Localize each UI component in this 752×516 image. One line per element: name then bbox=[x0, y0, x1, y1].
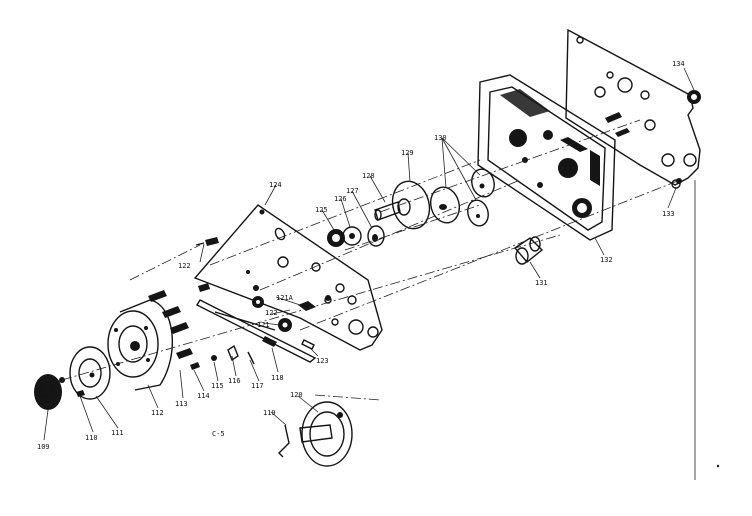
label-120: 120 bbox=[290, 391, 303, 399]
label-114: 114 bbox=[197, 392, 210, 400]
label-125: 125 bbox=[315, 206, 328, 214]
washer-115 bbox=[211, 355, 217, 361]
screw-122-a bbox=[195, 237, 219, 246]
label-131: 131 bbox=[535, 279, 548, 287]
screw-122-b bbox=[198, 283, 210, 292]
gear-121 bbox=[278, 318, 292, 332]
part-labels: 109 110 111 112 113 114 115 116 117 118 … bbox=[37, 60, 685, 451]
label-111: 111 bbox=[111, 429, 124, 437]
label-134: 134 bbox=[672, 60, 685, 68]
mounting-plate bbox=[193, 204, 383, 351]
label-130: 130 bbox=[434, 134, 447, 142]
housing-cover bbox=[107, 299, 173, 391]
label-115: 115 bbox=[211, 382, 224, 390]
bushing-127 bbox=[367, 225, 385, 247]
washer-126 bbox=[342, 226, 362, 246]
gearbox-housing bbox=[477, 74, 616, 241]
label-118: 118 bbox=[271, 374, 284, 382]
label-116: 116 bbox=[228, 377, 241, 385]
gear-130-c bbox=[471, 168, 495, 198]
label-128: 128 bbox=[362, 172, 375, 180]
label-119: 119 bbox=[263, 409, 276, 417]
gear-125 bbox=[327, 229, 345, 247]
label-132: 132 bbox=[600, 256, 613, 264]
gear-120 bbox=[299, 401, 353, 467]
label-129: 129 bbox=[401, 149, 414, 157]
label-109: 109 bbox=[37, 443, 50, 451]
label-122-b: 122 bbox=[178, 262, 191, 270]
screw-114 bbox=[190, 362, 200, 370]
label-110: 110 bbox=[85, 434, 98, 442]
spring-117 bbox=[247, 351, 255, 365]
label-117: 117 bbox=[251, 382, 264, 390]
gear-130-b bbox=[467, 199, 489, 227]
label-112: 112 bbox=[151, 409, 164, 417]
screw-123 bbox=[301, 339, 315, 350]
screws-113 bbox=[148, 290, 193, 359]
clip-119 bbox=[278, 424, 290, 458]
figure-caption: C-5 bbox=[212, 430, 225, 438]
label-123: 123 bbox=[316, 357, 329, 365]
screw-110 bbox=[76, 390, 85, 397]
label-122: 122 bbox=[265, 309, 278, 317]
label-127: 127 bbox=[346, 187, 359, 195]
gear-129 bbox=[391, 180, 431, 230]
shaft-118 bbox=[196, 299, 317, 363]
label-126: 126 bbox=[334, 195, 347, 203]
back-plate bbox=[565, 28, 701, 186]
label-113: 113 bbox=[175, 400, 188, 408]
nut-134 bbox=[687, 90, 701, 104]
label-133: 133 bbox=[662, 210, 675, 218]
shaft-128 bbox=[374, 201, 401, 221]
clip-116 bbox=[227, 344, 239, 362]
disc-111 bbox=[69, 346, 111, 400]
assembly-axes bbox=[61, 119, 681, 401]
part-121a bbox=[298, 295, 331, 311]
leader-lines bbox=[43, 67, 695, 441]
knob-109 bbox=[34, 374, 65, 410]
label-124: 124 bbox=[269, 181, 282, 189]
gear-122 bbox=[252, 296, 264, 308]
label-121a: 121A bbox=[276, 294, 294, 302]
label-121: 121 bbox=[257, 321, 270, 329]
gear-130-a bbox=[429, 186, 461, 224]
